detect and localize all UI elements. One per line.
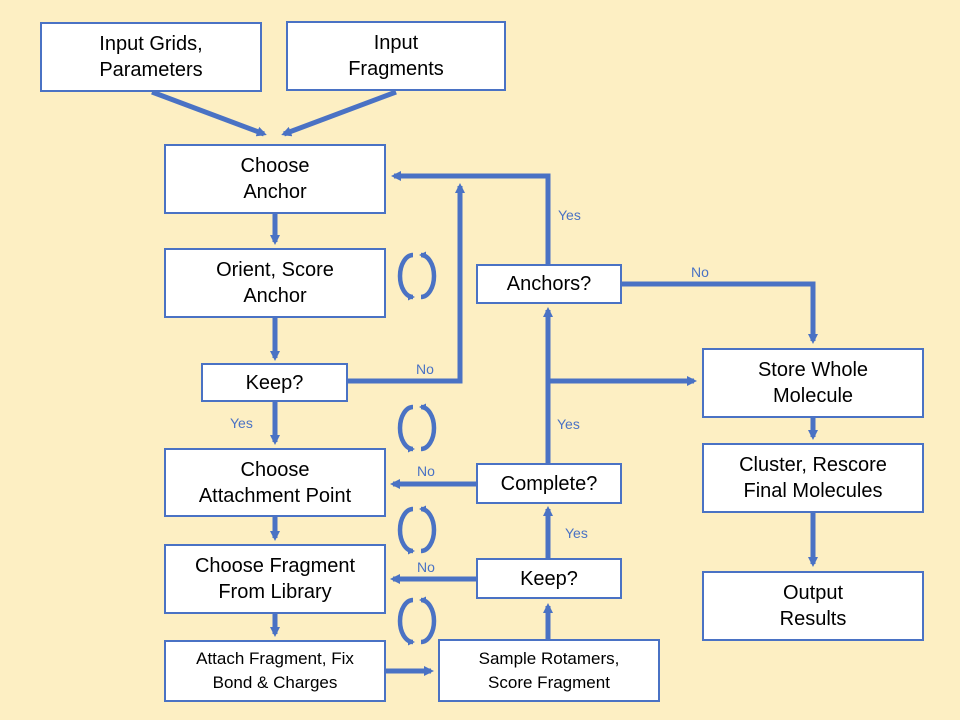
input-grids-box: Input Grids, Parameters (40, 22, 262, 92)
anchors-box: Anchors? (476, 264, 622, 304)
cycle-arrows-icon (397, 403, 437, 453)
anchors-label: Anchors? (506, 273, 592, 295)
cycle-arrows-icon (397, 251, 437, 301)
keep-anchor-label: Keep? (245, 371, 304, 394)
cycle-arrows-icon (397, 596, 437, 646)
choose-fragment-line1: Choose Fragment (194, 555, 356, 577)
orient-score-line2: Anchor (243, 285, 307, 307)
input-fragments-line1: Input (373, 32, 419, 54)
edge-input-fragments-to-anchor (281, 89, 397, 137)
complete-label: Complete? (500, 472, 598, 495)
choose-attachment-box: Choose Attachment Point (164, 448, 386, 517)
complete-box: Complete? (476, 463, 622, 504)
sample-rotamers-box: Sample Rotamers, Score Fragment (438, 639, 660, 702)
choose-attachment-line1: Choose (240, 458, 310, 481)
attach-fragment-line1: Attach Fragment, Fix (196, 649, 354, 669)
store-whole-line1: Store Whole (757, 359, 869, 381)
choose-fragment-line2: From Library (218, 581, 332, 603)
edge-input-grids-to-anchor (151, 89, 267, 137)
choose-fragment-box: Choose Fragment From Library (164, 544, 386, 614)
choose-anchor-line2: Anchor (243, 181, 307, 203)
input-grids-line2: Parameters (99, 59, 203, 81)
input-fragments-box: Input Fragments (286, 21, 506, 91)
edge-keep-no-loop (347, 183, 465, 384)
edge-anchors-yes-loop (391, 171, 551, 264)
complete-yes-label: Yes (557, 416, 580, 432)
anchors-no-label: No (691, 264, 709, 280)
keep-fragment-box: Keep? (476, 558, 622, 599)
store-whole-box: Store Whole Molecule (702, 348, 924, 418)
choose-attachment-line2: Attachment Point (198, 484, 352, 507)
keep-anchor-yes-label: Yes (230, 415, 253, 431)
choose-anchor-line1: Choose (240, 155, 310, 177)
complete-no-label: No (417, 463, 435, 479)
output-results-line2: Results (779, 608, 847, 630)
input-grids-line1: Input Grids, (99, 33, 203, 55)
edge-anchors-no (622, 281, 818, 344)
orient-score-line1: Orient, Score (216, 259, 334, 281)
keep-anchor-box: Keep? (201, 363, 348, 402)
choose-anchor-box: Choose Anchor (164, 144, 386, 214)
keep-fragment-no-label: No (417, 559, 435, 575)
input-fragments-line2: Fragments (348, 58, 444, 80)
output-results-line1: Output (782, 582, 844, 604)
cluster-rescore-line2: Final Molecules (743, 480, 883, 502)
attach-fragment-box: Attach Fragment, Fix Bond & Charges (164, 640, 386, 702)
attach-fragment-line2: Bond & Charges (212, 673, 338, 692)
cluster-rescore-line1: Cluster, Rescore (739, 454, 887, 476)
output-results-box: Output Results (702, 571, 924, 641)
sample-rotamers-line2: Score Fragment (488, 672, 610, 692)
cluster-rescore-box: Cluster, Rescore Final Molecules (702, 443, 924, 513)
orient-score-box: Orient, Score Anchor (164, 248, 386, 318)
keep-fragment-yes-label: Yes (565, 525, 588, 541)
sample-rotamers-line1: Sample Rotamers, (478, 648, 620, 668)
anchors-yes-label: Yes (558, 207, 581, 223)
keep-fragment-label: Keep? (520, 567, 578, 590)
keep-anchor-no-label: No (416, 361, 434, 377)
cycle-arrows-icon (397, 505, 437, 555)
store-whole-line2: Molecule (772, 385, 854, 407)
